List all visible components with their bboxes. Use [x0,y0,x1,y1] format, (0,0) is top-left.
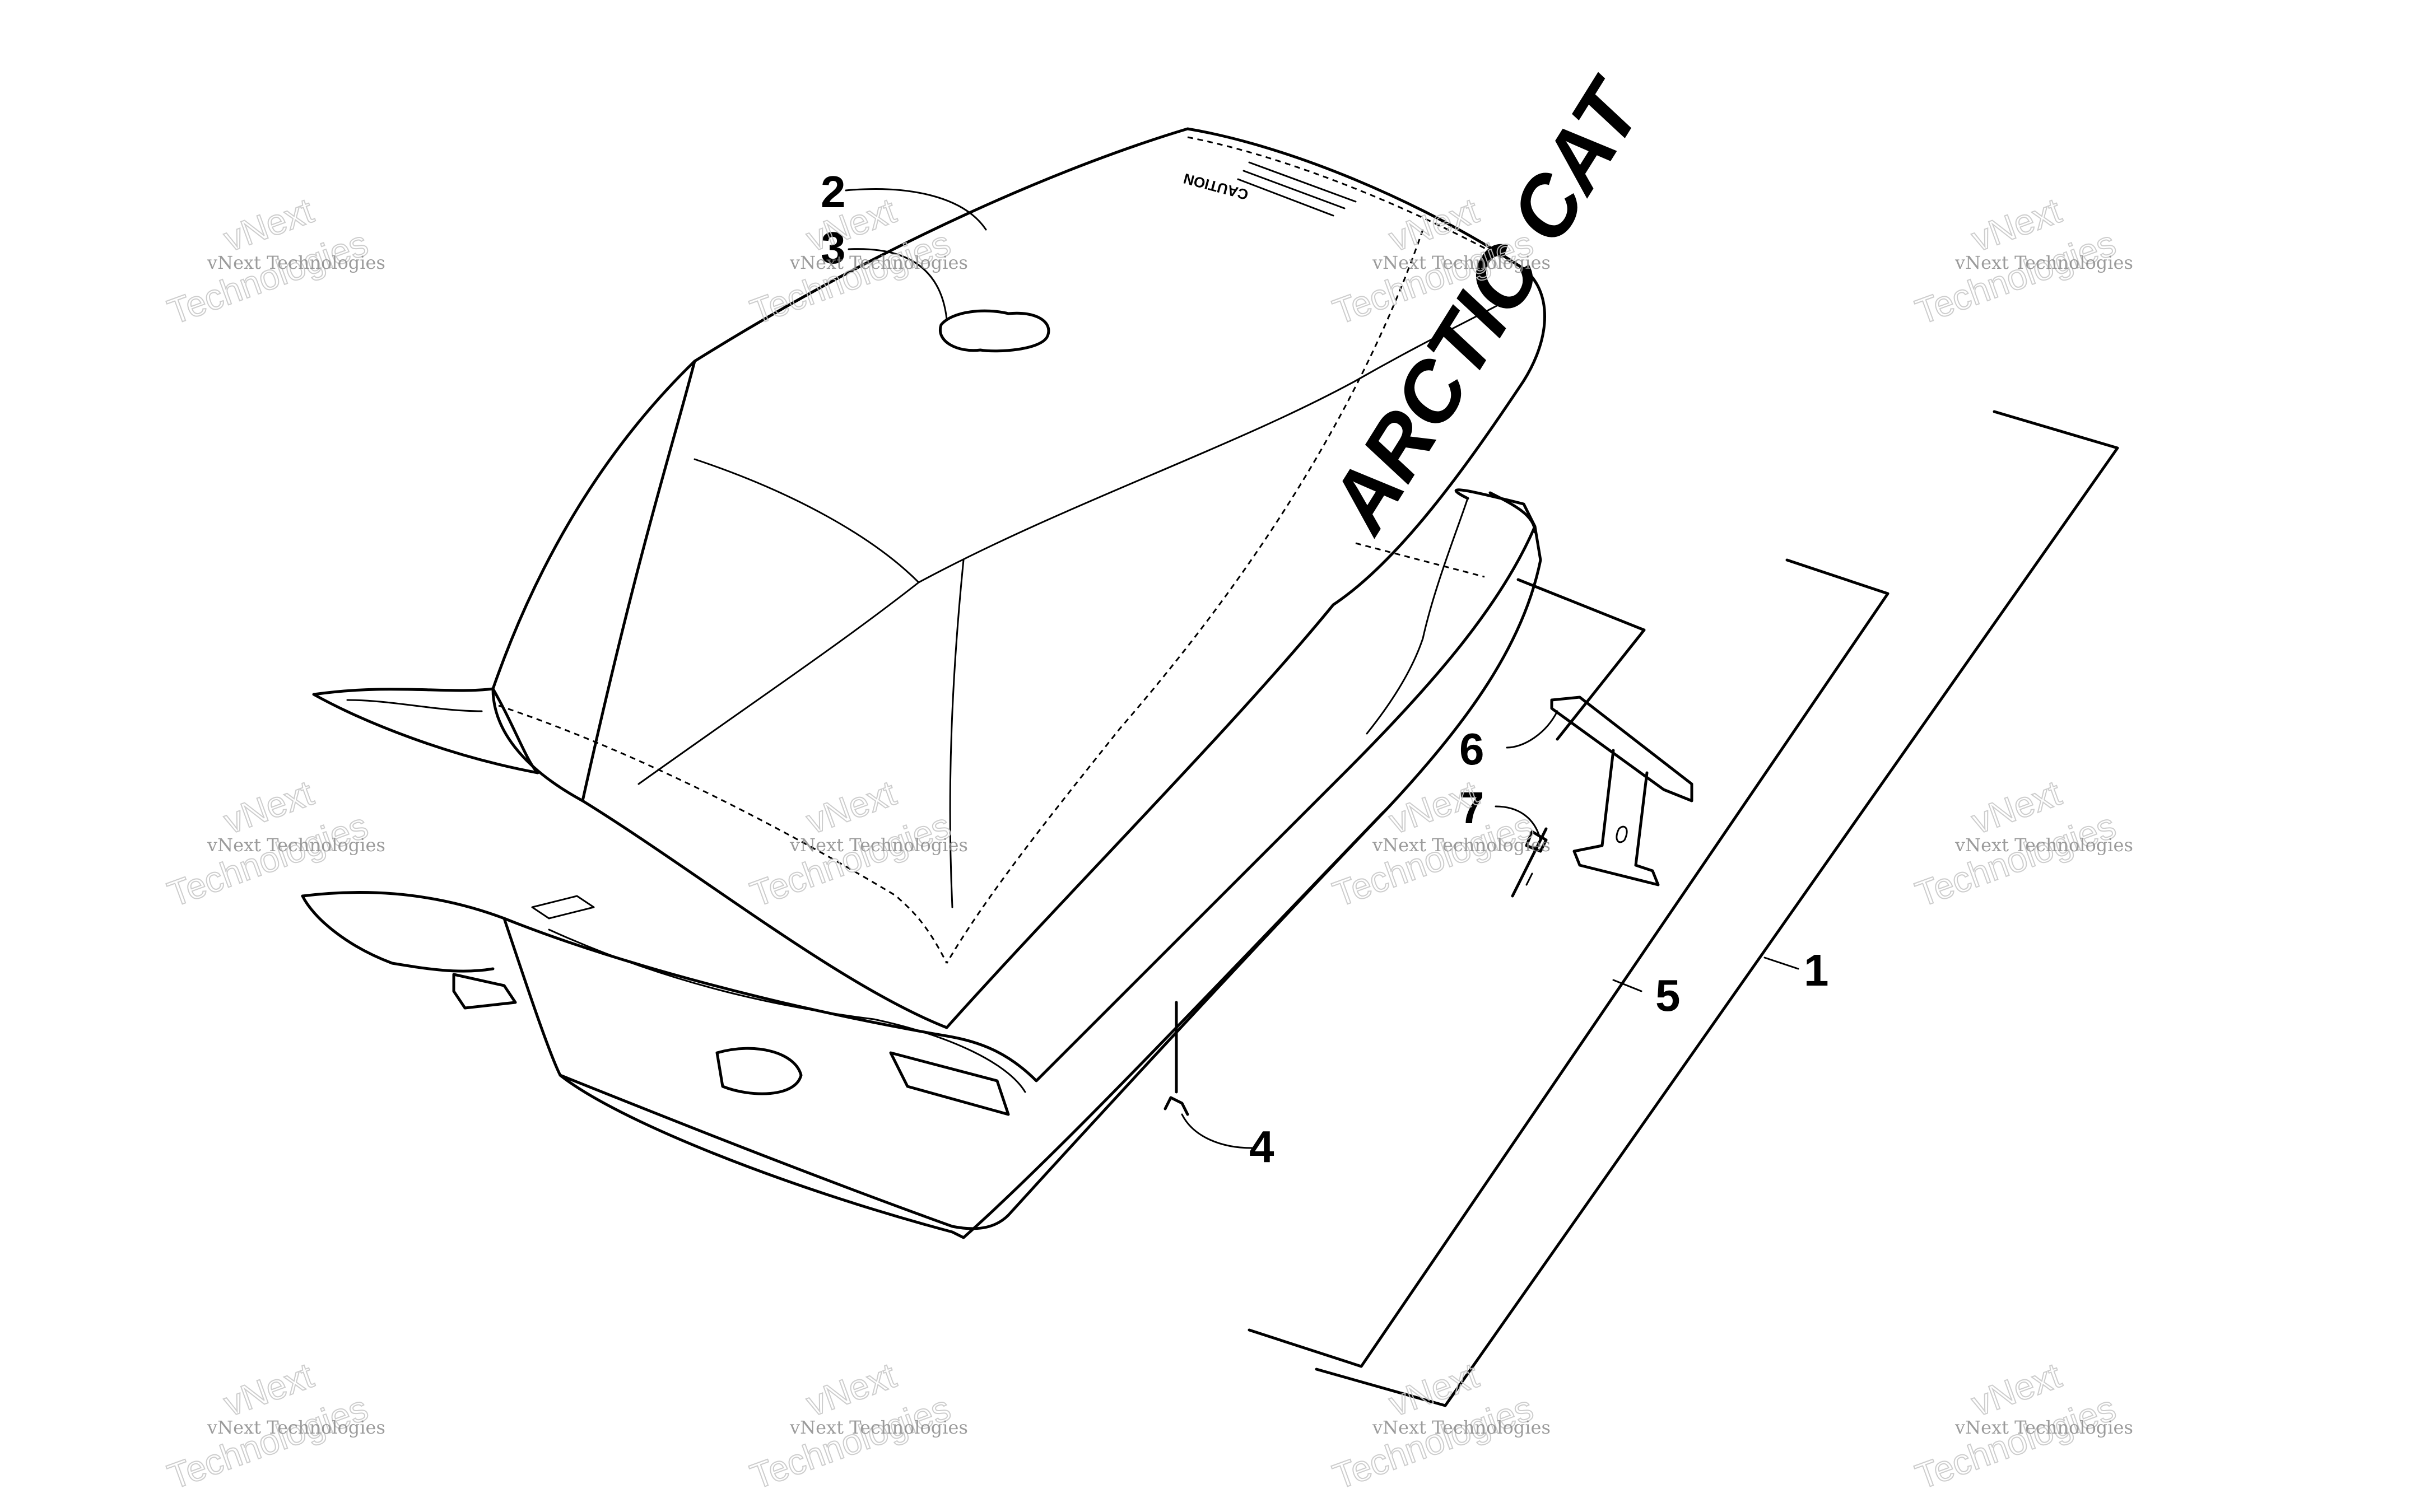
svg-text:vNext Technologies: vNext Technologies [789,834,968,856]
watermarks: vNext Technologies vNext Technologies vN… [162,189,2133,1497]
svg-text:vNext Technologies: vNext Technologies [1954,252,2133,273]
seat-front-flap [301,894,495,973]
svg-text:vNext Technologies: vNext Technologies [207,834,385,856]
watermark-9: vNext Technologies vNext Technologies [162,1354,385,1497]
watermark-11: vNext Technologies vNext Technologies [1327,1354,1551,1497]
seat-base-contour [548,928,1026,1093]
seat-contour-2 [637,581,920,785]
svg-text:vNext Technologies: vNext Technologies [1954,1417,2133,1438]
seat-stitch-2 [498,704,948,964]
seat-contour-1 [694,290,1525,584]
watermark-2: vNext Technologies vNext Technologies [744,189,968,333]
svg-text:vNext Technologies: vNext Technologies [1954,834,2133,856]
seat-front-tab [452,973,517,1010]
svg-text:vNext Technologies: vNext Technologies [1372,1417,1551,1438]
seat-assembly: ARCTIC CAT CAUTION [301,62,1663,1239]
seat-side-flap-upper-inner [346,699,483,712]
seat-latch-hole [715,1047,803,1095]
watermark-12: vNext Technologies vNext Technologies [1910,1354,2133,1497]
callouts: 1 2 3 4 5 6 7 [821,167,1829,1172]
seat-base-bottom-edge [559,810,1385,1239]
decal-patch [938,309,1050,353]
watermark-6: vNext Technologies vNext Technologies [744,772,968,915]
seat-hinge [531,895,595,920]
warning-label-text: CAUTION [1181,170,1250,204]
seat-side-flap-upper [312,687,539,774]
watermark-1: vNext Technologies vNext Technologies [162,189,385,333]
watermark-4: vNext Technologies vNext Technologies [1910,189,2133,333]
svg-text:vNext Technologies: vNext Technologies [207,1417,385,1438]
callout-7: 7 [1459,783,1484,833]
callout-2: 2 [821,167,846,217]
bracket-part [1550,696,1693,886]
seat-handle-slot [889,1051,1010,1116]
seat-stitch-3 [1187,136,1513,264]
leader-lines [845,188,2119,1407]
seat-stitch-1 [946,229,1424,964]
seat-contour-3 [949,559,965,908]
svg-text:vNext Technologies: vNext Technologies [1372,834,1551,856]
callout-6: 6 [1459,724,1484,774]
warning-label-lines [1237,161,1357,217]
watermark-8: vNext Technologies vNext Technologies [1910,772,2133,915]
svg-text:vNext Technologies: vNext Technologies [1372,252,1551,273]
callout-4: 4 [1249,1122,1274,1172]
seat-right-edge [1488,491,1537,534]
svg-text:vNext Technologies: vNext Technologies [789,1417,968,1438]
link-dashed [1355,542,1485,578]
svg-text:vNext Technologies: vNext Technologies [789,252,968,273]
seat-right-flap [1366,497,1469,735]
svg-text:vNext Technologies: vNext Technologies [207,252,385,273]
callout-5: 5 [1655,970,1681,1020]
watermark-7: vNext Technologies vNext Technologies [1327,772,1551,915]
seat-top-outline [491,127,1546,1029]
seat-ridge [581,360,696,802]
clip-part [1164,1001,1189,1116]
callout-1: 1 [1804,945,1829,995]
watermark-10: vNext Technologies vNext Technologies [744,1354,968,1497]
callout-3: 3 [821,223,846,273]
seat-base-pan [301,488,1537,1082]
